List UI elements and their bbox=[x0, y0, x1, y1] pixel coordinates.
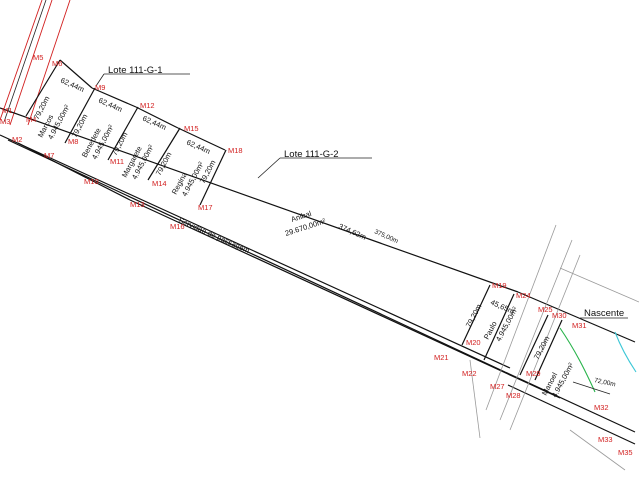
marker-m12: M12 bbox=[140, 101, 155, 110]
marker-m13: M13 bbox=[130, 200, 145, 209]
marker-m27: M27 bbox=[490, 382, 505, 391]
marker-m32: M32 bbox=[594, 403, 609, 412]
lote2-label: Lote 111-G-2 bbox=[284, 149, 339, 160]
lot-marcos-left bbox=[25, 59, 61, 117]
marker-m21: M21 bbox=[434, 353, 449, 362]
lower-mid-edge bbox=[504, 371, 636, 433]
left-boundary-red-1 bbox=[0, 0, 43, 121]
lot-paulo-side: 79,20m bbox=[464, 303, 484, 329]
marker-m22: M22 bbox=[462, 369, 477, 378]
lot-paulo-right bbox=[483, 293, 515, 361]
road-line-1 bbox=[499, 239, 573, 421]
road-line-4 bbox=[469, 359, 481, 439]
lot-margarete-right bbox=[147, 127, 181, 181]
left-boundary-red-2 bbox=[9, 0, 53, 126]
marker-m16: M16 bbox=[170, 222, 185, 231]
marker-m31: M31 bbox=[572, 321, 587, 330]
marker-m1: M1 bbox=[2, 106, 12, 115]
strip-bottom-edge bbox=[0, 134, 511, 369]
marker-m20: M20 bbox=[466, 338, 481, 347]
lot-regina-top bbox=[177, 127, 226, 151]
dim-line-72 bbox=[572, 381, 611, 395]
leader-lote2 bbox=[257, 157, 281, 179]
leader-lote1 bbox=[95, 73, 105, 87]
marker-m15: M15 bbox=[184, 124, 199, 133]
marker-m14: M14 bbox=[152, 179, 167, 188]
lot-marcos-right bbox=[64, 87, 96, 144]
servidao-lower-edge bbox=[129, 199, 561, 399]
servidao-join bbox=[17, 142, 131, 201]
lot-margarete-top bbox=[135, 106, 179, 129]
marker-m18: M18 bbox=[228, 146, 243, 155]
marker-m8: M8 bbox=[68, 137, 78, 146]
road-line-3 bbox=[485, 224, 557, 411]
lot-benedete-side: 79,20m bbox=[70, 113, 90, 139]
servidao-label: Servidão de passagem bbox=[177, 216, 251, 255]
lot-manoel-left bbox=[519, 314, 549, 376]
lot-regina-top: 62,44m bbox=[185, 138, 212, 156]
marker-m6: M6 bbox=[52, 59, 62, 68]
marker-m2: M2 bbox=[12, 135, 22, 144]
lower-bottom-edge bbox=[507, 384, 636, 445]
marker-m3: M3 bbox=[0, 117, 10, 126]
marker-m33: M33 bbox=[598, 435, 613, 444]
road-line-5 bbox=[559, 267, 639, 303]
green-boundary bbox=[559, 327, 596, 393]
marker-m28: M28 bbox=[506, 391, 521, 400]
marker-m35: M35 bbox=[618, 448, 633, 457]
strip-top-edge bbox=[0, 107, 519, 293]
marker-m17: M17 bbox=[198, 203, 213, 212]
marker-m30: M30 bbox=[552, 311, 567, 320]
marker-m25: M25 bbox=[538, 305, 553, 314]
servidao-upper-edge bbox=[7, 139, 506, 373]
marker-m19: M19 bbox=[492, 281, 507, 290]
dist-72: 72,00m bbox=[594, 377, 617, 388]
main-length-2: 375,00m bbox=[373, 228, 399, 245]
lote1-label: Lote 111-G-1 bbox=[108, 65, 163, 76]
marker-m29: M29 bbox=[526, 369, 541, 378]
lot-benedete-top bbox=[91, 87, 137, 108]
lot-paulo-left bbox=[461, 284, 491, 346]
lot-manoel-side: 79,20m bbox=[532, 335, 552, 361]
main-length: 374,62m bbox=[337, 222, 367, 242]
marker-m11: M11 bbox=[110, 157, 124, 166]
lot-regina-right bbox=[199, 149, 227, 206]
marker-m5: M5 bbox=[33, 53, 43, 62]
marker-m10: M10 bbox=[84, 177, 99, 186]
lot-marcos-top bbox=[59, 59, 93, 89]
marker-m7: M7 bbox=[44, 151, 54, 160]
marker-m4: M4 bbox=[26, 115, 36, 124]
lot-benedete-right bbox=[107, 106, 139, 161]
nascente-label: Nascente bbox=[584, 308, 624, 319]
lot-benedete-top: 62,44m bbox=[97, 96, 124, 114]
lot-manoel-right bbox=[534, 319, 563, 381]
road-line-2 bbox=[509, 254, 581, 431]
marker-m24: M24 bbox=[516, 291, 531, 300]
stream-line bbox=[614, 331, 637, 373]
left-boundary-line bbox=[3, 0, 47, 123]
road-line-6 bbox=[569, 429, 626, 471]
marker-m9: M9 bbox=[95, 83, 105, 92]
left-boundary-red-3 bbox=[27, 0, 71, 126]
